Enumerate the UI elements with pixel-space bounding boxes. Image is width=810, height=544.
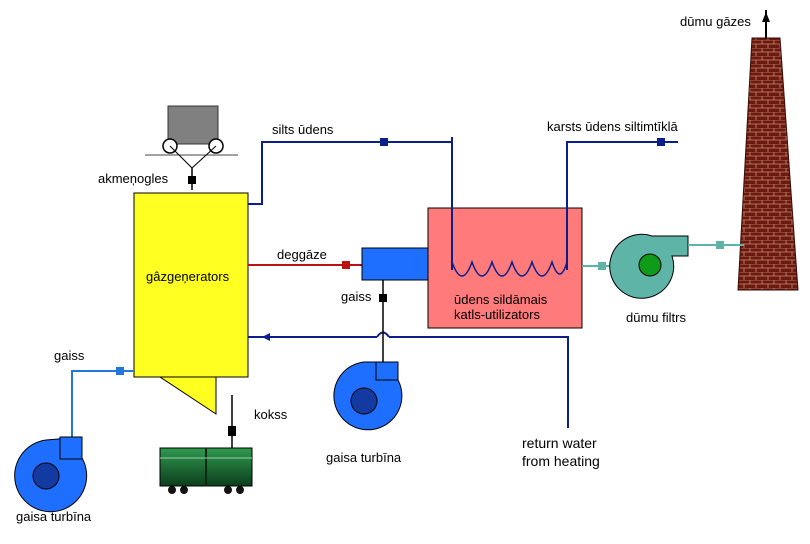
label-coal: akmeņogles	[98, 171, 169, 186]
label-air-mid: gaiss	[341, 289, 372, 304]
label-smoke-filter: dūmu filtrs	[626, 310, 686, 325]
label-warm-water: silts ūdens	[272, 122, 334, 137]
coke-wagon	[159, 395, 253, 494]
label-fan-left: gaisa turbīna	[16, 509, 92, 524]
coal-hopper	[145, 105, 238, 190]
hot-water-line	[566, 138, 678, 210]
label-boiler-line2: katls-utilizators	[454, 307, 540, 322]
left-air-line	[71, 367, 134, 437]
smoke-filter	[609, 233, 689, 299]
label-hot-water: karsts ūdens siltimtīklā	[547, 119, 679, 134]
label-chimney-gases: dūmu gāzes	[680, 14, 751, 29]
arrow-left-icon	[262, 333, 270, 341]
producer-gas-line	[248, 261, 362, 269]
warm-water-line	[248, 138, 453, 210]
left-air-fan	[14, 436, 88, 513]
gas-generator	[133, 192, 249, 415]
return-water-line	[248, 331, 569, 428]
flue-line-2	[688, 241, 744, 249]
label-boiler-line1: ūdens sildāmais	[454, 292, 548, 307]
burner	[361, 247, 439, 281]
label-producer-gas: deggāze	[277, 247, 327, 262]
mid-air-line	[379, 280, 387, 362]
label-gas-generator: gâzgeņerators	[146, 269, 230, 284]
chimney	[737, 10, 799, 291]
label-return-line1: return water	[522, 435, 597, 451]
label-air-left: gaiss	[54, 348, 85, 363]
label-return-line2: from heating	[522, 453, 600, 469]
label-coke: kokss	[254, 407, 288, 422]
mid-air-fan	[333, 361, 403, 431]
label-fan-mid: gaisa turbīna	[326, 450, 402, 465]
arrow-up-icon	[762, 12, 770, 22]
